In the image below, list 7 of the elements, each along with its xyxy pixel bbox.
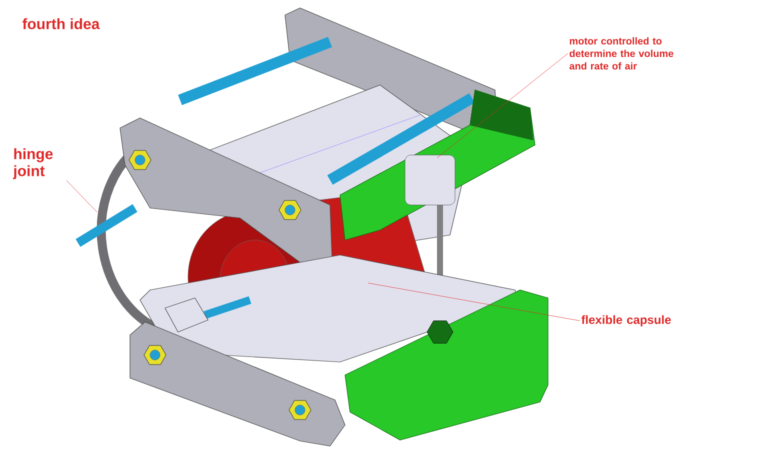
title: fourth idea <box>22 18 100 30</box>
leader-line <box>66 180 98 212</box>
callout-label: hinge joint <box>12 148 53 180</box>
callout-label: flexible capsule <box>581 315 671 326</box>
callout-label: motor controlled to determine the volume and rate of air <box>570 37 674 70</box>
leader-line <box>436 53 568 158</box>
leader-line <box>368 282 580 321</box>
